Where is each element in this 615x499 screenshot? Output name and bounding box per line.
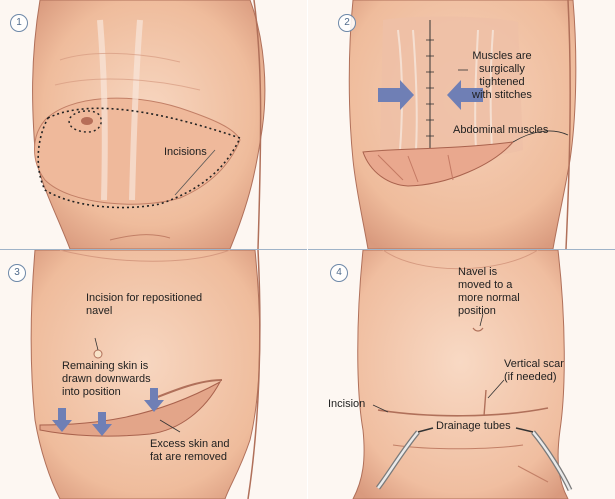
drainage-tubes-label: Drainage tubes: [436, 420, 511, 432]
panel-3: 3 Incision for repositioned navel Remain…: [0, 250, 307, 499]
excess-skin-label: Excess skin and fat are removed: [150, 438, 230, 463]
incision-label: Incision: [328, 398, 366, 410]
torso-illustration-4: [352, 250, 573, 499]
drainage-tube-icon: [515, 427, 573, 492]
arrow-icon: [144, 388, 164, 412]
panel-4-number: 4: [330, 264, 348, 282]
arrow-icon: [92, 412, 112, 436]
arrow-icon: [52, 408, 72, 432]
remaining-skin-label: Remaining skin is drawn downwards into p…: [62, 360, 151, 398]
panel-1-number: 1: [10, 14, 28, 32]
torso-illustration-1: [32, 0, 266, 249]
torso-illustration-2: [348, 0, 577, 249]
panel-3-number: 3: [8, 264, 26, 282]
incision-dotted-line: [37, 107, 242, 209]
panel-4: 4 Navel is moved to a more normal positi…: [308, 250, 615, 499]
muscles-tightened-label: Muscles are surgically tightened with st…: [472, 50, 532, 101]
navel-moved-label: Navel is moved to a more normal position: [458, 266, 520, 317]
panel-2-number: 2: [338, 14, 356, 32]
vertical-scar-label: Vertical scar (if needed): [504, 358, 564, 383]
navel-incision-label: Incision for repositioned navel: [86, 292, 203, 317]
panel-2: 2 Muscles are surgically tightened with …: [308, 0, 615, 249]
torso-illustration-3: [30, 250, 261, 499]
panel-divider-vertical: [307, 0, 308, 499]
arrow-icon: [447, 80, 483, 110]
panel-1: 1 Incisions: [0, 0, 307, 249]
incisions-label: Incisions: [164, 146, 207, 158]
arrow-icon: [378, 80, 414, 110]
drainage-tube-icon: [376, 427, 434, 490]
abdominal-muscles-label: Abdominal muscles: [453, 124, 549, 136]
